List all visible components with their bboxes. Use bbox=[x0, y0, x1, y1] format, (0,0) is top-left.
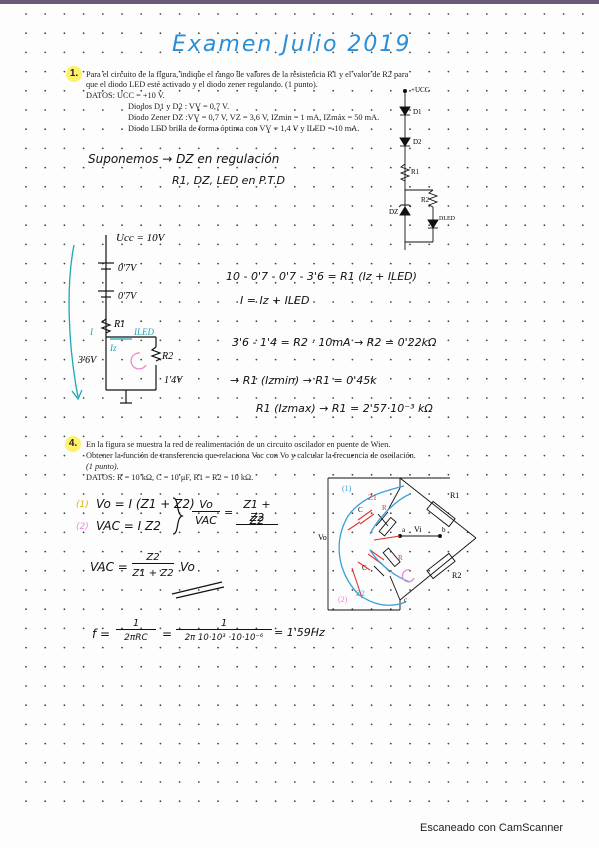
circuit1-dled-label: DLED bbox=[439, 216, 456, 222]
problem-4-circuit: (1) (2) Vo Vi a b c R1 R2 R R C C Z1 Z2 bbox=[318, 477, 477, 611]
page-title: Examen Julio 2019 bbox=[172, 32, 412, 57]
problem-4-line-4: DATOS: R = 10 kΩ, C = 10 μF, R1 = R2 = 1… bbox=[86, 473, 254, 482]
note4-ratio-eq: = bbox=[224, 506, 234, 519]
circuit1-d1-label: D1 bbox=[413, 108, 422, 116]
note4-brace bbox=[172, 497, 184, 535]
note4-underline bbox=[171, 581, 225, 599]
note-eq-5: R1 (Izmax) → R1 = 2'57·10⁻³ kΩ bbox=[256, 402, 433, 415]
page-top-edge bbox=[0, 0, 599, 4]
note4-ratio-rhs-num: Z1 + Z2 bbox=[236, 498, 278, 525]
note4-f-num2: 1 bbox=[176, 618, 272, 630]
problem-1-line-2: que el diodo LED esté activado y el diod… bbox=[86, 80, 318, 89]
problem-1-line-3: DATOS: UCC = +10 V. bbox=[86, 91, 165, 100]
note-suponemos: Suponemos → DZ en regulación bbox=[88, 152, 280, 166]
circuit1-dz-label: DZ bbox=[389, 208, 398, 216]
note-v36: 3'6V bbox=[77, 355, 98, 366]
circuit4-r2: R2 bbox=[452, 571, 461, 580]
problem-1-number: 1. bbox=[66, 66, 82, 82]
note-circuit-1: Ucc = 10V 0'7V 0'7V R1 ILED Iz R2 3'6V 1… bbox=[68, 232, 184, 404]
note-v2: 0'7V bbox=[118, 291, 138, 302]
circuit4-c-top: C bbox=[358, 506, 363, 514]
note4-ratio-num: Vo bbox=[192, 498, 220, 512]
problem-1-line-4: Diodos D1 y D2 : VƔ = 0,7 V. bbox=[128, 102, 230, 111]
problem-4-line-3: (1 punto). bbox=[86, 462, 119, 471]
problem-4-line-2: Obtener la función de transferencia que … bbox=[86, 451, 416, 460]
problem-4-number: 4. bbox=[65, 436, 81, 452]
note4-f-den1: 2πRC bbox=[124, 633, 148, 643]
note-eq-4: → R1 (Izmin) → R1 = 0'45k bbox=[230, 374, 377, 387]
circuit1-ucc-label: +UCC bbox=[411, 86, 430, 94]
note-iz: Iz bbox=[109, 343, 117, 353]
circuit4-n1: (1) bbox=[342, 484, 352, 493]
note-r2: R2 bbox=[161, 351, 173, 362]
note-ucc: Ucc = 10V bbox=[116, 232, 166, 244]
note4-eq2-tag: (2) bbox=[76, 522, 89, 532]
circuit4-a: a bbox=[402, 526, 406, 534]
scanner-watermark: Escaneado con CamScanner bbox=[420, 822, 564, 834]
note4-eq2: VAC = I Z2 bbox=[96, 519, 161, 533]
note-eq-1: 10 - 0'7 - 0'7 - 3'6 = R1 (Iz + ILED) bbox=[226, 270, 417, 283]
note4-ratio-den: VAC bbox=[195, 514, 217, 527]
circuit1-r2-label: R2 bbox=[421, 196, 430, 204]
circuit4-vo: Vo bbox=[318, 533, 327, 542]
problem-1-line-6: Diodo LED brilla de forma óptima con VƔ … bbox=[128, 124, 360, 133]
note4-vac-den: Z1 + Z2 bbox=[132, 568, 174, 579]
problem-1-circuit: +UCC D1 D2 R1 R2 DZ DLED bbox=[389, 86, 456, 250]
note-eq-3: 3'6 - 1'4 = R2 · 10mA → R2 = 0'22kΩ bbox=[232, 336, 437, 349]
circuit4-c-bottom: C bbox=[362, 564, 367, 572]
circuit1-r1-label: R1 bbox=[411, 168, 420, 176]
note4-vac-num: Z2 bbox=[132, 552, 174, 564]
note4-f-lhs: f = bbox=[92, 627, 111, 641]
circuit1-d2-label: D2 bbox=[413, 138, 422, 146]
problem-1-line-1: Para el circuito de la figura, indique e… bbox=[86, 70, 409, 79]
circuit4-r-top: R bbox=[382, 504, 387, 512]
note-v14: 1'4V bbox=[164, 375, 184, 386]
note-v1: 0'7V bbox=[118, 263, 138, 274]
circuit4-z1: Z1 bbox=[368, 493, 377, 502]
problem-1-line-5: Diodo Zener DZ :VƔ = 0,7 V, VZ = 3,6 V, … bbox=[128, 113, 380, 122]
note4-ratio-rhs-den: Z2 bbox=[249, 514, 265, 527]
note-r1: R1 bbox=[113, 319, 125, 330]
note4-vac-lhs: VAC = bbox=[90, 560, 128, 574]
circuit4-c: c bbox=[404, 596, 407, 604]
circuit4-n2: (2) bbox=[338, 595, 348, 604]
note4-f-den2: 2π 10·10³ ·10·10⁻⁶ bbox=[184, 633, 264, 643]
circuit4-r1: R1 bbox=[450, 491, 459, 500]
note4-eq1: Vo = I (Z1 + Z2) bbox=[96, 497, 195, 511]
circuit4-vi: Vi bbox=[414, 525, 422, 534]
note4-eq1-tag: (1) bbox=[76, 500, 89, 510]
note4-f-eq: = bbox=[162, 627, 173, 641]
note4-vac-tail: Vo bbox=[180, 560, 195, 574]
note4-f-num1: 1 bbox=[116, 618, 156, 630]
circuit4-r-bottom: R bbox=[398, 554, 403, 562]
note-iled: ILED bbox=[133, 327, 155, 337]
note-ptd: R1, DZ, LED en P.T.D bbox=[172, 174, 285, 187]
note-i: I bbox=[89, 327, 94, 337]
problem-4-line-1: En la figura se muestra la red de realim… bbox=[86, 440, 391, 449]
note4-f-result: = 1'59Hz bbox=[274, 626, 325, 639]
note-eq-2: I = Iz + ILED bbox=[240, 294, 310, 307]
circuit4-b: b bbox=[442, 526, 446, 534]
circuit4-z2: Z2 bbox=[356, 589, 365, 598]
